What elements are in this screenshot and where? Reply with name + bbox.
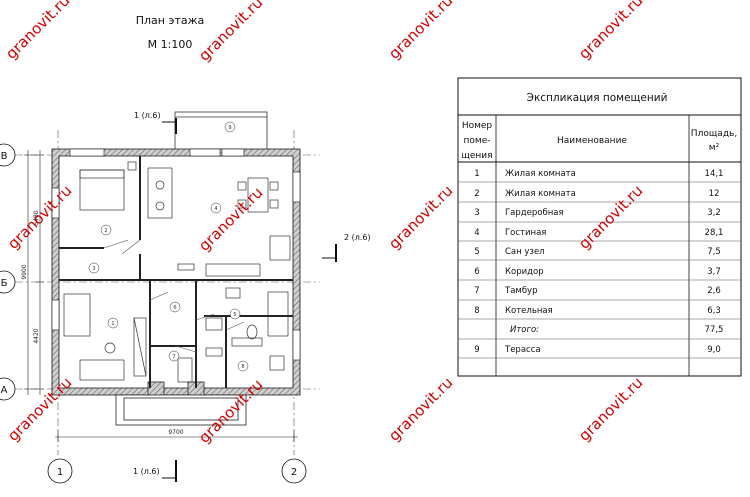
room-mark-4: 4 bbox=[214, 206, 217, 212]
room-mark-7: 7 bbox=[172, 354, 175, 360]
section-bottom-label: 1 (л.6) bbox=[133, 467, 160, 476]
watermark: granovit.ru bbox=[385, 0, 456, 63]
axis-markers: В Б А 1 2 bbox=[0, 143, 307, 484]
row-area: 2,6 bbox=[707, 286, 721, 296]
room-mark-1: 1 bbox=[111, 321, 114, 327]
col-area-line1: Площадь, bbox=[691, 129, 737, 139]
axis-label-2: 2 bbox=[291, 467, 297, 478]
room-mark-8: 8 bbox=[241, 364, 244, 370]
watermark: granovit.ru bbox=[575, 0, 646, 63]
table-row: 8 Котельная 6,3 bbox=[474, 306, 720, 316]
axis-label-a: А bbox=[1, 385, 8, 396]
row-area: 77,5 bbox=[705, 325, 724, 335]
watermark: granovit.ru bbox=[195, 0, 266, 65]
plan-title: План этажа bbox=[136, 14, 205, 27]
row-name: Гостиная bbox=[505, 228, 546, 238]
row-name: Итого: bbox=[510, 325, 539, 335]
row-area: 28,1 bbox=[705, 228, 724, 238]
section-right-label: 2 (л.6) bbox=[344, 233, 371, 242]
row-name: Терасса bbox=[504, 345, 541, 355]
row-num: 2 bbox=[474, 189, 479, 199]
row-num: 7 bbox=[474, 286, 479, 296]
watermark: granovit.ru bbox=[195, 183, 266, 254]
row-area: 9,0 bbox=[707, 345, 721, 355]
dim-height-upper: 5480 bbox=[33, 210, 40, 225]
section-mark-bottom: 1 (л.6) bbox=[133, 460, 177, 482]
axis-label-b: В bbox=[1, 151, 8, 162]
row-name: Котельная bbox=[505, 306, 553, 316]
dim-height-lower: 4420 bbox=[33, 328, 40, 343]
row-name: Коридор bbox=[505, 267, 544, 277]
row-area: 12 bbox=[709, 189, 720, 199]
row-num: 3 bbox=[474, 208, 479, 218]
room-mark-3: 3 bbox=[92, 266, 95, 272]
table-row: 5 Сан узел 7,5 bbox=[474, 247, 720, 257]
row-name: Сан узел bbox=[505, 247, 545, 257]
col-number-line1: Номер bbox=[462, 121, 493, 131]
row-name: Гардеробная bbox=[505, 208, 564, 218]
plan-scale: М 1:100 bbox=[148, 38, 193, 51]
dim-height-total: 9900 bbox=[21, 264, 28, 279]
watermark: granovit.ru bbox=[385, 373, 456, 444]
room-mark-2: 2 bbox=[104, 228, 107, 234]
furniture bbox=[63, 161, 291, 383]
col-area-line2: м² bbox=[709, 143, 720, 153]
table-row: 4 Гостиная 28,1 bbox=[474, 228, 723, 238]
entrance-porch bbox=[115, 381, 247, 426]
table-row: 9 Терасса 9,0 bbox=[474, 345, 720, 355]
col-number-line3: щения bbox=[461, 151, 492, 161]
explication-title: Экспликация помещений bbox=[527, 92, 668, 104]
section-top-label: 1 (л.6) bbox=[134, 111, 161, 120]
row-name: Тамбур bbox=[504, 286, 537, 296]
row-num: 6 bbox=[474, 267, 479, 277]
row-area: 6,3 bbox=[707, 306, 721, 316]
windows bbox=[51, 148, 301, 361]
dimension-lines bbox=[24, 150, 298, 442]
row-name: Жилая комната bbox=[505, 169, 576, 179]
section-mark-right: 2 (л.6) bbox=[322, 233, 371, 262]
row-name: Жилая комната bbox=[505, 189, 576, 199]
explication-table: Экспликация помещений Номер поме- щения … bbox=[457, 77, 742, 377]
row-area: 7,5 bbox=[707, 247, 721, 257]
table-row-total: Итого: 77,5 bbox=[510, 325, 723, 335]
table-row: 1 Жилая комната 14,1 bbox=[474, 169, 723, 179]
doors bbox=[103, 239, 245, 353]
table-row: 7 Тамбур 2,6 bbox=[474, 286, 720, 296]
row-num: 4 bbox=[474, 228, 479, 238]
table-row: 6 Коридор 3,7 bbox=[474, 267, 720, 277]
col-name-header: Наименование bbox=[557, 136, 627, 146]
room-marks: 1 2 3 4 5 6 7 8 9 bbox=[88, 121, 249, 372]
watermark: granovit.ru bbox=[575, 373, 646, 444]
row-area: 14,1 bbox=[705, 169, 724, 179]
table-row: 3 Гардеробная 3,2 bbox=[474, 208, 720, 218]
row-area: 3,2 bbox=[707, 208, 721, 218]
row-num: 9 bbox=[474, 345, 479, 355]
dim-width: 9700 bbox=[168, 429, 183, 436]
room-mark-9: 9 bbox=[228, 125, 231, 131]
table-row: 2 Жилая комната 12 bbox=[474, 189, 719, 199]
watermark: granovit.ru bbox=[2, 0, 73, 63]
row-num: 1 bbox=[474, 169, 479, 179]
section-mark-top: 1 (л.6) bbox=[134, 111, 177, 134]
watermark: granovit.ru bbox=[385, 181, 456, 252]
terrace bbox=[174, 111, 268, 151]
room-mark-6: 6 bbox=[173, 305, 176, 311]
row-num: 8 bbox=[474, 306, 479, 316]
interior-walls bbox=[59, 156, 293, 388]
axis-label-1: 1 bbox=[57, 467, 63, 478]
axis-label-v: Б bbox=[1, 278, 8, 289]
row-area: 3,7 bbox=[707, 267, 721, 277]
col-number-line2: поме- bbox=[464, 136, 491, 146]
row-num: 5 bbox=[474, 247, 479, 257]
room-mark-5: 5 bbox=[233, 312, 236, 318]
